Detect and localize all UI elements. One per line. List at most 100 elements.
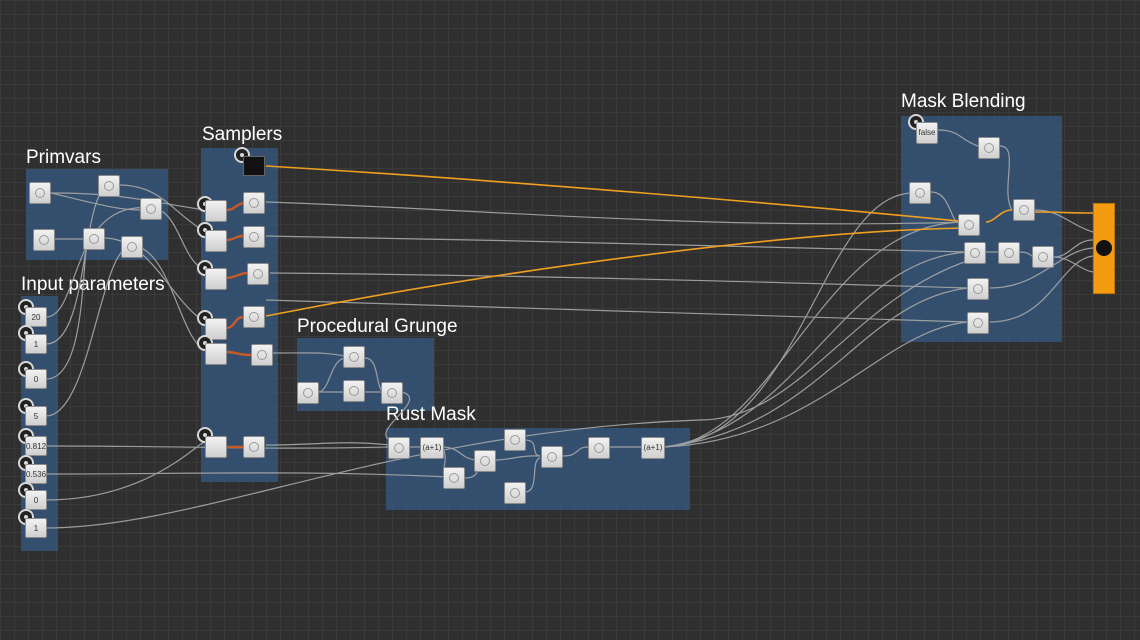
grunge-node[interactable]	[381, 382, 403, 404]
node-icon	[249, 198, 259, 208]
rust-mask-node[interactable]	[504, 429, 526, 451]
node-icon	[510, 435, 520, 445]
primvar-node[interactable]	[140, 198, 162, 220]
sampler-node[interactable]	[243, 226, 265, 248]
sampler-input-node[interactable]	[205, 318, 227, 340]
node-icon	[984, 143, 994, 153]
rust-mask-node[interactable]	[504, 482, 526, 504]
node-icon	[249, 232, 259, 242]
input-param-node[interactable]: 5	[25, 406, 47, 426]
group-title-mask-blending[interactable]: Mask Blending	[901, 91, 1026, 112]
node-icon	[303, 388, 313, 398]
rust-mask-expression-node[interactable]: (a+1)	[420, 437, 444, 459]
bool-node[interactable]: false	[916, 122, 938, 144]
group-title-primvars[interactable]: Primvars	[26, 147, 101, 168]
input-param-value: 1	[33, 524, 39, 533]
group-title-samplers[interactable]: Samplers	[202, 124, 283, 145]
grunge-node[interactable]	[297, 382, 319, 404]
blend-node[interactable]	[958, 214, 980, 236]
primvar-node[interactable]	[121, 236, 143, 258]
node-icon	[1038, 252, 1048, 262]
primvar-node[interactable]	[98, 175, 120, 197]
input-param-value: 0.536	[26, 470, 47, 479]
node-icon	[104, 181, 114, 191]
node-icon	[547, 452, 557, 462]
expression-label: (a+1)	[422, 443, 442, 452]
input-param-node[interactable]: 1	[25, 518, 47, 538]
input-param-node[interactable]: 0.536	[25, 464, 47, 484]
node-icon	[394, 443, 404, 453]
node-icon	[973, 284, 983, 294]
node-icon	[39, 235, 49, 245]
node-icon	[915, 188, 925, 198]
input-param-value: 0	[33, 496, 39, 505]
node-icon	[1019, 205, 1029, 215]
blend-node[interactable]	[967, 312, 989, 334]
sampler-node[interactable]	[247, 263, 269, 285]
node-icon	[35, 188, 45, 198]
blend-node[interactable]	[967, 278, 989, 300]
input-param-value: 0.812	[26, 442, 47, 451]
rust-mask-node[interactable]	[588, 437, 610, 459]
input-param-value: 20	[31, 313, 41, 322]
node-icon	[973, 318, 983, 328]
blend-node[interactable]	[1032, 246, 1054, 268]
group-title-procedural-grunge[interactable]: Procedural Grunge	[297, 316, 458, 337]
input-param-value: 5	[33, 412, 39, 421]
rust-mask-node[interactable]	[443, 467, 465, 489]
primvar-node[interactable]	[83, 228, 105, 250]
node-icon	[249, 442, 259, 452]
sampler-node[interactable]	[251, 344, 273, 366]
input-param-node[interactable]: 1	[25, 334, 47, 354]
output-node[interactable]	[1093, 203, 1115, 294]
group-title-rust-mask[interactable]: Rust Mask	[386, 404, 476, 425]
node-icon	[253, 269, 263, 279]
input-param-node[interactable]: 0	[25, 369, 47, 389]
sampler-input-node[interactable]	[205, 268, 227, 290]
rust-mask-node[interactable]	[474, 450, 496, 472]
input-param-value: 0	[33, 375, 39, 384]
node-icon	[89, 234, 99, 244]
node-icon	[1004, 248, 1014, 258]
input-param-node[interactable]: 20	[25, 307, 47, 327]
input-param-node[interactable]: 0	[25, 490, 47, 510]
node-icon	[349, 386, 359, 396]
node-icon	[970, 248, 980, 258]
node-icon	[387, 388, 397, 398]
grunge-node[interactable]	[343, 346, 365, 368]
blend-node[interactable]	[964, 242, 986, 264]
primvar-node[interactable]	[29, 182, 51, 204]
output-port-icon	[1096, 240, 1112, 256]
sampler-node[interactable]	[243, 306, 265, 328]
node-icon	[510, 488, 520, 498]
rust-mask-node[interactable]	[388, 437, 410, 459]
node-icon	[964, 220, 974, 230]
sampler-input-node[interactable]	[205, 230, 227, 252]
sampler-node[interactable]	[243, 192, 265, 214]
node-icon	[449, 473, 459, 483]
sampler-input-node[interactable]	[205, 436, 227, 458]
blend-node[interactable]	[998, 242, 1020, 264]
rust-mask-expression-node[interactable]: (a+1)	[641, 437, 665, 459]
blend-node[interactable]	[1013, 199, 1035, 221]
bool-value: false	[918, 128, 936, 137]
node-icon	[257, 350, 267, 360]
node-icon	[349, 352, 359, 362]
node-icon	[127, 242, 137, 252]
node-icon	[249, 312, 259, 322]
texture-sampler-node[interactable]	[243, 156, 265, 176]
sampler-input-node[interactable]	[205, 343, 227, 365]
sampler-input-node[interactable]	[205, 200, 227, 222]
blend-node[interactable]	[909, 182, 931, 204]
rust-mask-node[interactable]	[541, 446, 563, 468]
primvar-node[interactable]	[33, 229, 55, 251]
sampler-node[interactable]	[243, 436, 265, 458]
expression-label: (a+1)	[643, 443, 663, 452]
input-param-node[interactable]: 0.812	[25, 436, 47, 456]
blend-node[interactable]	[978, 137, 1000, 159]
node-icon	[594, 443, 604, 453]
input-param-value: 1	[33, 340, 39, 349]
grunge-node[interactable]	[343, 380, 365, 402]
group-title-input-parameters[interactable]: Input parameters	[21, 274, 165, 295]
